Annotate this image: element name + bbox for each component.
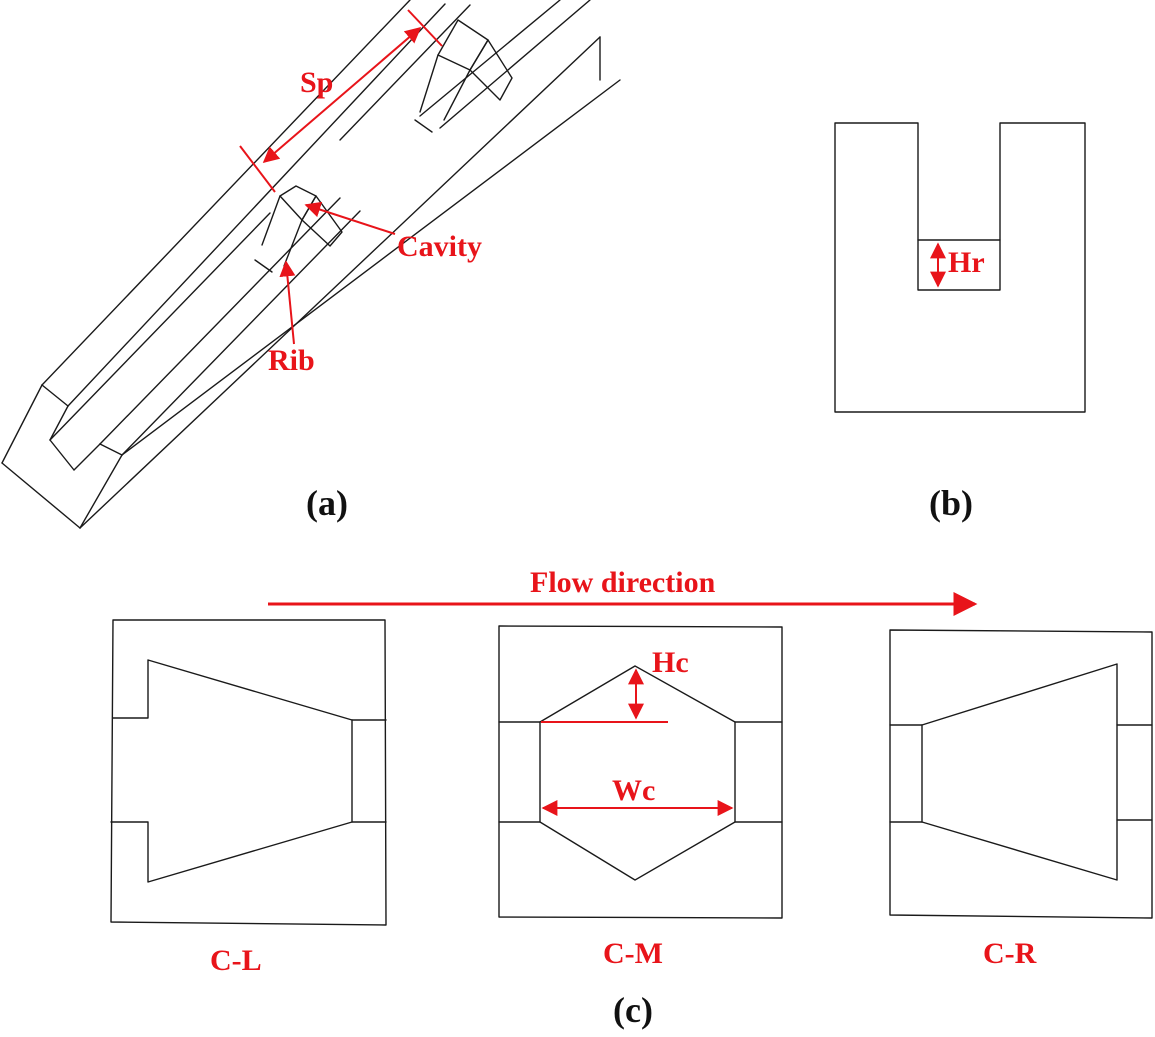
variant-c-l-label: C-L bbox=[210, 944, 262, 977]
wc-label: Wc bbox=[612, 774, 655, 807]
panel-a-isometric-channel: Sp Cavity Rib (a) bbox=[1, 0, 621, 529]
panel-c-cavity-variants: Flow direction C-L Hc Wc C-M bbox=[110, 566, 1153, 1030]
variant-c-r-label: C-R bbox=[983, 937, 1037, 970]
cavity-lower bbox=[254, 185, 343, 273]
sp-dimension bbox=[239, 9, 443, 193]
cavity-pointer-arrow bbox=[304, 201, 396, 235]
panel-b-cross-section: Hr (b) bbox=[834, 122, 1086, 523]
rib-label: Rib bbox=[268, 344, 315, 377]
panel-b-caption: (b) bbox=[929, 483, 973, 523]
rib-pointer-arrow bbox=[279, 260, 296, 345]
sp-label: Sp bbox=[300, 66, 333, 99]
panel-a-caption: (a) bbox=[306, 483, 348, 523]
variant-c-m: Hc Wc C-M bbox=[498, 625, 783, 970]
cavity-label: Cavity bbox=[397, 230, 482, 263]
flow-direction-label: Flow direction bbox=[530, 566, 716, 599]
variant-c-m-label: C-M bbox=[603, 937, 663, 970]
u-channel-outline bbox=[834, 122, 1086, 413]
variant-c-l: C-L bbox=[110, 619, 387, 977]
hr-label: Hr bbox=[948, 246, 985, 279]
panel-c-caption: (c) bbox=[613, 990, 653, 1030]
channel-body bbox=[1, 0, 621, 529]
variant-c-r: C-R bbox=[889, 629, 1153, 970]
hc-label: Hc bbox=[652, 646, 689, 679]
cavity-upper bbox=[414, 19, 513, 133]
